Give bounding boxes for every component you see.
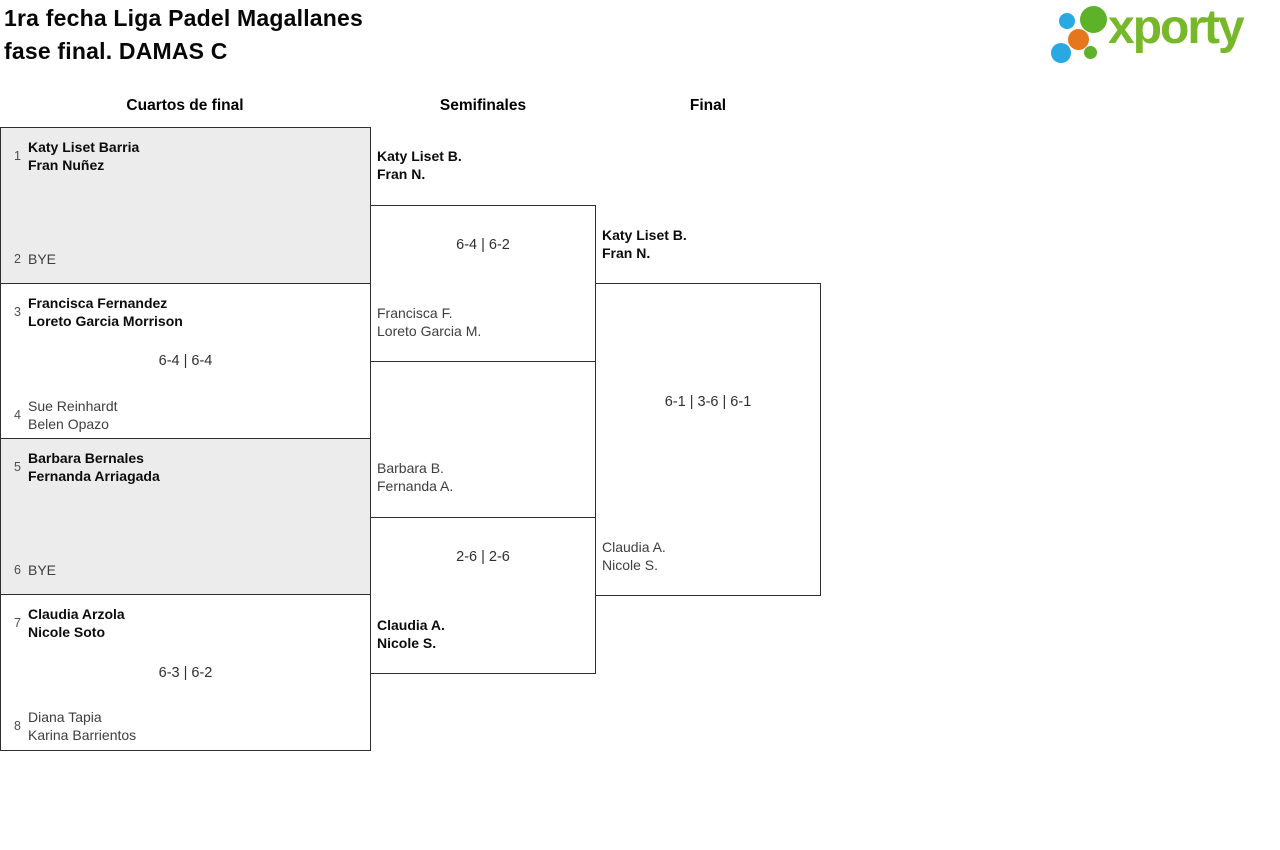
logo-dot-blue-large-icon <box>1051 43 1071 63</box>
player-name: Fernanda A. <box>377 478 454 494</box>
team-names: BYE <box>28 241 56 277</box>
team-entry: Francisca F. Loreto Garcia M. <box>377 304 481 340</box>
team-entry: 7 Claudia Arzola Nicole Soto <box>7 605 364 641</box>
team-names: Francisca Fernandez Loreto Garcia Morris… <box>28 294 183 330</box>
team-names: Barbara Bernales Fernanda Arriagada <box>28 449 160 485</box>
match-box-qf2: 3 Francisca Fernandez Loreto Garcia Morr… <box>0 283 371 439</box>
player-name: Francisca Fernandez <box>28 295 168 311</box>
seed-number: 8 <box>14 719 21 733</box>
logo-dot-orange-icon <box>1068 29 1089 50</box>
page-title: 1ra fecha Liga Padel Magallanes fase fin… <box>4 2 363 68</box>
team-entry: 3 Francisca Fernandez Loreto Garcia Morr… <box>7 294 364 330</box>
team-entry: Claudia A. Nicole S. <box>602 538 666 574</box>
match-score: 6-4 | 6-2 <box>456 237 510 253</box>
logo-wordmark: xporty <box>1108 1 1245 54</box>
team-names: BYE <box>28 552 56 588</box>
seed-number: 3 <box>14 305 21 319</box>
player-name: Claudia A. <box>602 539 666 555</box>
seed-number: 2 <box>14 252 21 266</box>
team-entry: Barbara B. Fernanda A. <box>377 459 453 495</box>
team-entry: 8 Diana Tapia Karina Barrientos <box>7 708 364 744</box>
player-name: Fran N. <box>602 245 651 261</box>
team-names: Claudia Arzola Nicole Soto <box>28 605 125 641</box>
round-header-final: Final <box>689 97 727 114</box>
player-name: Fran Nuñez <box>28 157 105 173</box>
player-name: BYE <box>28 251 57 267</box>
seed-number: 5 <box>14 460 21 474</box>
page-title-line1: 1ra fecha Liga Padel Magallanes <box>4 5 364 31</box>
player-name: Sue Reinhardt <box>28 398 118 414</box>
match-box-final: 6-1 | 3-6 | 6-1 <box>595 283 821 596</box>
seed-number: 4 <box>14 408 21 422</box>
player-name: Francisca F. <box>377 305 453 321</box>
logo-dot-green-large-icon <box>1080 6 1107 33</box>
team-entry: Katy Liset B. Fran N. <box>377 147 462 183</box>
player-name: Katy Liset Barria <box>28 139 140 155</box>
player-name: Loreto Garcia M. <box>377 323 482 339</box>
match-score: 2-6 | 2-6 <box>456 549 510 565</box>
xporty-logo[interactable]: xporty <box>1048 1 1276 70</box>
seed-number: 1 <box>14 149 21 163</box>
seed-number: 6 <box>14 563 21 577</box>
team-entry: 4 Sue Reinhardt Belen Opazo <box>7 397 364 433</box>
match-box-qf1: 1 Katy Liset Barria Fran Nuñez 2 BYE <box>0 127 371 284</box>
round-header-semifinals: Semifinales <box>439 97 527 114</box>
round-header-quarterfinals: Cuartos de final <box>126 97 244 114</box>
player-name: Claudia Arzola <box>28 606 125 622</box>
team-names: Diana Tapia Karina Barrientos <box>28 708 136 744</box>
player-name: Barbara B. <box>377 460 444 476</box>
player-name: Barbara Bernales <box>28 450 144 466</box>
team-entry: 1 Katy Liset Barria Fran Nuñez <box>7 138 364 174</box>
player-name: Fran N. <box>377 166 426 182</box>
match-score: 6-3 | 6-2 <box>158 664 213 681</box>
team-entry: Katy Liset B. Fran N. <box>602 226 687 262</box>
player-name: BYE <box>28 562 57 578</box>
team-names: Katy Liset Barria Fran Nuñez <box>28 138 139 174</box>
team-entry: 5 Barbara Bernales Fernanda Arriagada <box>7 449 364 485</box>
player-name: Claudia A. <box>377 617 445 633</box>
player-name: Karina Barrientos <box>28 727 137 743</box>
team-entry: 6 BYE <box>7 552 364 588</box>
player-name: Loreto Garcia Morrison <box>28 313 183 329</box>
team-entry: 2 BYE <box>7 241 364 277</box>
team-names: Sue Reinhardt Belen Opazo <box>28 397 118 433</box>
player-name: Diana Tapia <box>28 709 102 725</box>
match-box-qf4: 7 Claudia Arzola Nicole Soto 6-3 | 6-2 8… <box>0 594 371 751</box>
player-name: Nicole S. <box>377 635 437 651</box>
player-name: Katy Liset B. <box>602 227 687 243</box>
match-box-qf3: 5 Barbara Bernales Fernanda Arriagada 6 … <box>0 438 371 595</box>
player-name: Nicole Soto <box>28 624 106 640</box>
page-title-line2: fase final. DAMAS C <box>4 38 228 64</box>
seed-number: 7 <box>14 616 21 630</box>
logo-dot-green-small-icon <box>1084 46 1097 59</box>
player-name: Nicole S. <box>602 557 659 573</box>
match-score: 6-1 | 3-6 | 6-1 <box>664 394 752 410</box>
player-name: Fernanda Arriagada <box>28 468 160 484</box>
match-score: 6-4 | 6-4 <box>158 353 213 369</box>
player-name: Belen Opazo <box>28 416 109 432</box>
player-name: Katy Liset B. <box>377 148 462 164</box>
team-entry: Claudia A. Nicole S. <box>377 616 445 652</box>
logo-dot-blue-small-icon <box>1059 13 1075 29</box>
